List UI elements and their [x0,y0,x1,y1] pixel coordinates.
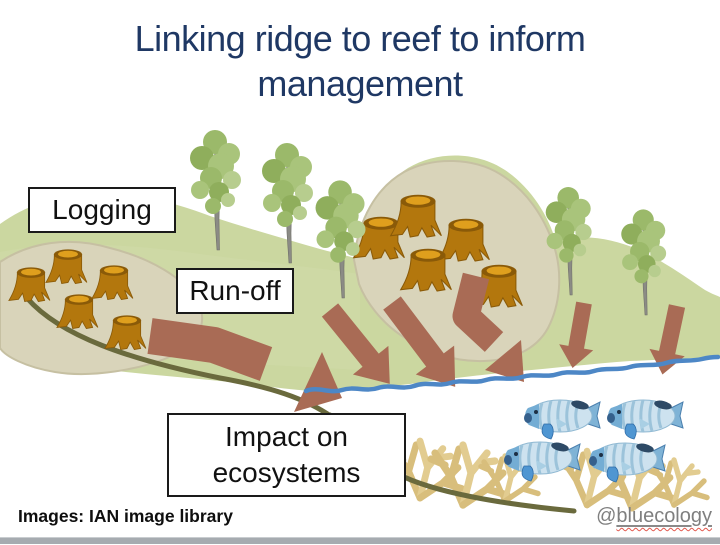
fish-icon [587,440,667,484]
logging-label: Logging [28,187,176,233]
title-line-1: Linking ridge to reef to inform [134,18,586,59]
runoff-label: Run-off [176,268,294,314]
impact-label: Impact on ecosystems [167,413,406,497]
window-bottom-bar [0,537,720,544]
runoff-arrow-icon [452,272,524,382]
fish-icon [522,397,602,441]
logging-label-text: Logging [52,194,152,225]
twitter-handle-link[interactable]: @bluecology [596,505,712,528]
handle-name: bluecology [616,505,712,527]
image-credit: Images: IAN image library [18,506,233,526]
impact-label-line-2: ecosystems [212,457,361,488]
handle-at-sign: @ [596,505,617,527]
title-line-2: management [257,63,463,104]
runoff-label-text: Run-off [189,275,281,306]
page-title: Linking ridge to reef to inform manageme… [0,16,720,106]
impact-label-line-1: Impact on [225,421,348,452]
fish-icon [605,397,685,441]
river-line [303,354,720,394]
runoff-arrow-icon [147,318,342,412]
